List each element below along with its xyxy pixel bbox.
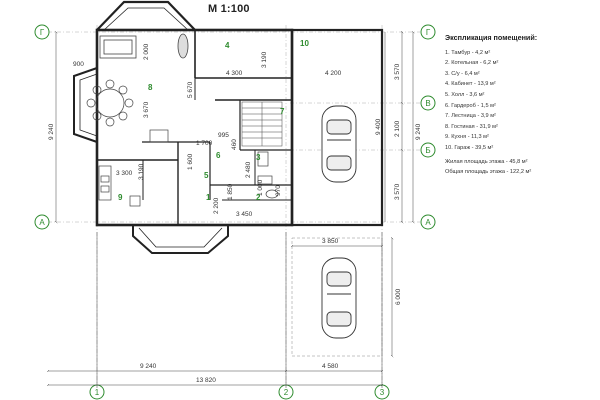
bathroom-fixtures (149, 129, 279, 199)
axis-marker-a-right (420, 214, 436, 230)
room-number-5: 5 (204, 171, 209, 180)
dim-2100: 2 100 (394, 120, 401, 137)
axis-markers (34, 24, 436, 400)
dim-1850: 1 850 (227, 183, 234, 200)
axis-label-2: 2 (284, 388, 289, 397)
dim-995: 995 (218, 132, 229, 139)
room-number-3: 3 (256, 153, 261, 162)
axis-label-a-left: А (39, 218, 45, 227)
axis-marker-v-right (420, 95, 436, 111)
axis-label-3: 3 (380, 388, 385, 397)
room-number-9: 9 (118, 193, 123, 202)
legend-item: 1. Тамбур - 4,2 м² (445, 49, 491, 56)
total-area: Общая площадь этажа - 122,2 м² (445, 169, 532, 176)
garage-car (321, 105, 357, 183)
dim-garage-depth: 9 400 (375, 118, 382, 135)
room-number-8: 8 (148, 83, 153, 92)
axis-label-g-left: Г (40, 28, 45, 37)
room-number-2: 2 (256, 193, 261, 202)
room-legend: Экспликация помещений: 1. Тамбур - 4,2 м… (445, 33, 595, 178)
legend-item: 6. Гардероб - 1,5 м² (445, 102, 496, 109)
room-number-4: 4 (225, 41, 230, 50)
dim-parking-length: 6 000 (395, 288, 402, 305)
dim-2000: 2 000 (143, 43, 150, 60)
dim-900: 900 (73, 61, 84, 68)
legend-item: 3. С/у - 6,4 м² (445, 70, 480, 77)
legend-item: 7. Лестница - 3,9 м² (445, 113, 496, 120)
dimension-lines (48, 32, 413, 388)
dim-1600: 1 600 (187, 153, 194, 170)
sofa (99, 33, 189, 59)
dim-4300: 4 300 (226, 70, 243, 77)
axis-label-v-right: В (425, 99, 430, 108)
dim-970: 970 (275, 185, 282, 196)
dim-1000: 1 000 (257, 179, 264, 196)
parking-area (291, 237, 383, 357)
parking-car (321, 257, 357, 339)
dim-total-width: 13 820 (196, 377, 216, 384)
house-walls (73, 0, 384, 227)
legend-title: Экспликация помещений: (445, 33, 538, 42)
dim-parking-width: 3 850 (322, 238, 339, 245)
legend-item: 2. Котельная - 6,2 м² (445, 60, 499, 67)
dim-3670: 3 670 (143, 101, 150, 118)
legend-list: 1. Тамбур - 4,2 м² 2. Котельная - 6,2 м²… (445, 48, 595, 154)
dim-5670: 5 670 (187, 81, 194, 98)
dim-1700: 1 700 (196, 140, 213, 147)
dim-house-width: 9 240 (140, 363, 157, 370)
dim-460: 460 (231, 139, 238, 150)
dim-4200: 4 200 (325, 70, 342, 77)
axis-marker-b-right (420, 142, 436, 158)
legend-item: 9. Кухня - 11,3 м² (445, 134, 489, 141)
axis-label-g-right: Г (426, 28, 431, 37)
dim-3190-left: 3 190 (138, 163, 145, 180)
dim-2480: 2 480 (245, 161, 252, 178)
kitchen-fixtures (98, 165, 141, 207)
dim-2200: 2 200 (213, 197, 220, 214)
legend-item: 5. Холл - 3,6 м² (445, 91, 485, 98)
dim-house-depth-right: 9 240 (415, 123, 422, 140)
legend-item: 10. Гараж - 39,5 м² (445, 144, 494, 151)
legend-item: 4. Кабинет - 13,9 м² (445, 81, 496, 88)
dim-house-depth-left: 9 240 (48, 123, 55, 140)
entrance-bay (132, 225, 229, 254)
axis-marker-g-left (34, 24, 50, 40)
dim-garage-width: 4 580 (322, 363, 339, 370)
axis-marker-a-left (34, 214, 50, 230)
axis-lines (48, 25, 420, 385)
room-number-7: 7 (280, 107, 285, 116)
room-number-10: 10 (300, 39, 309, 48)
room-number-6: 6 (216, 151, 221, 160)
legend-item: 8. Гостиная - 31,9 м² (445, 123, 498, 130)
dim-3300: 3 300 (116, 170, 133, 177)
room-number-1: 1 (206, 193, 211, 202)
axis-label-1: 1 (95, 388, 100, 397)
axis-label-a-right: А (425, 218, 431, 227)
axis-label-b-right: Б (425, 146, 430, 155)
dim-3570-top: 3 570 (394, 63, 401, 80)
dim-3450: 3 450 (236, 211, 253, 218)
staircase (241, 101, 283, 147)
scale-label: М 1:100 (208, 3, 250, 15)
dim-3190-top: 3 190 (261, 51, 268, 68)
living-area: Жилая площадь этажа - 45,8 м² (445, 158, 528, 165)
dining-table (86, 79, 134, 127)
dim-3570-bottom: 3 570 (394, 183, 401, 200)
axis-marker-g-right (420, 24, 436, 40)
